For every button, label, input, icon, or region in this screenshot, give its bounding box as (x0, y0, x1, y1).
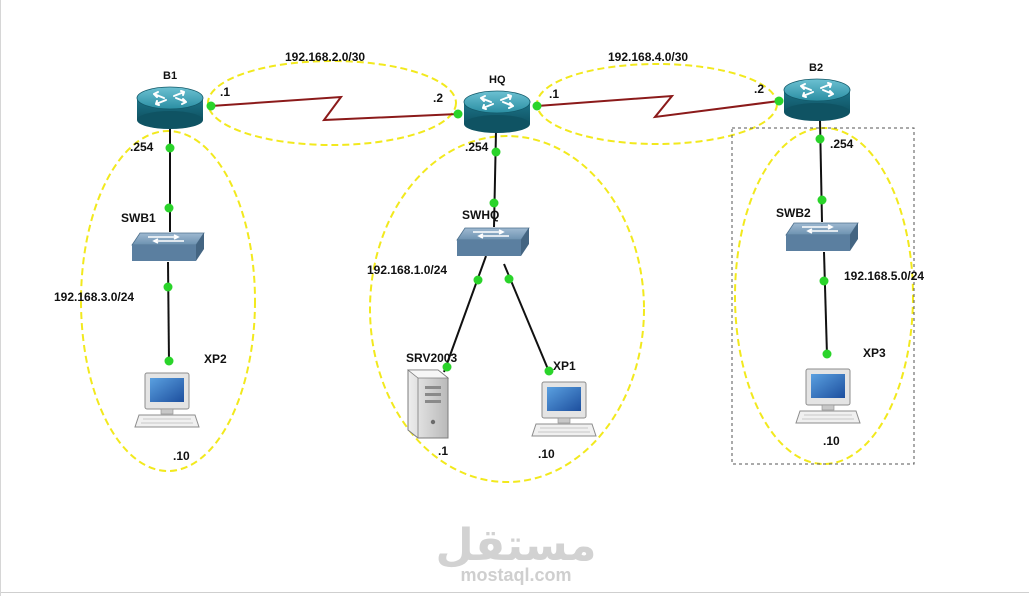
switch-swhq[interactable] (456, 227, 530, 257)
link-swb1-xp2 (167, 261, 170, 363)
label-xp3: XP3 (863, 346, 886, 360)
label-ip-hq-wan-left: .2 (433, 91, 443, 105)
port-b2-fa0 (815, 134, 825, 144)
label-ip-hq-lan: .254 (465, 140, 489, 154)
label-net-wan-hq-b2: 192.168.4.0/30 (608, 50, 688, 64)
port-swb2-down (819, 276, 829, 286)
switch-swb1[interactable] (131, 232, 205, 262)
label-ip-xp3: .10 (823, 434, 840, 448)
label-hq: HQ (489, 74, 506, 86)
label-net-lan-b1: 192.168.3.0/24 (54, 290, 134, 304)
port-hq-fa0 (491, 147, 501, 157)
port-b1-fa0 (165, 143, 175, 153)
port-swb2-up (817, 195, 827, 205)
label-swb1: SWB1 (121, 211, 156, 225)
label-ip-hq-wan-right: .1 (549, 87, 559, 101)
label-swb2: SWB2 (776, 206, 811, 220)
port-swhq-up (489, 198, 499, 208)
label-ip-b2-wan: .2 (754, 82, 764, 96)
label-srv2003: SRV2003 (406, 351, 457, 365)
label-xp2: XP2 (204, 352, 227, 366)
port-swhq-xp1 (504, 274, 514, 284)
port-srv (442, 362, 452, 372)
link-swhq-srv (443, 255, 487, 373)
port-xp1 (544, 366, 554, 376)
label-b2: B2 (809, 62, 823, 74)
label-swhq: SWHQ (462, 208, 499, 222)
server-srv2003[interactable] (407, 369, 449, 439)
switch-swb2[interactable] (785, 222, 859, 252)
label-net-lan-b2: 192.168.5.0/24 (844, 269, 924, 283)
port-xp3 (822, 349, 832, 359)
watermark-arabic: مستقل (436, 520, 597, 571)
label-ip-b1-lan: .254 (130, 140, 154, 154)
pc-xp1[interactable] (531, 381, 597, 437)
port-b1-s0 (206, 101, 216, 111)
router-hq[interactable] (463, 90, 531, 134)
zone-lan-b1 (80, 130, 256, 472)
b2-lan-selection-box (731, 127, 915, 465)
port-dots (163, 96, 832, 376)
port-swb1-up (164, 203, 174, 213)
label-ip-xp2: .10 (173, 449, 190, 463)
zone-lan-hq (369, 135, 645, 483)
label-net-wan-b1-hq: 192.168.2.0/30 (285, 50, 365, 64)
label-b1: B1 (163, 70, 177, 82)
pc-xp3[interactable] (795, 368, 861, 424)
watermark-latin: mostaql.com (460, 565, 571, 585)
label-ip-b2-lan: .254 (830, 137, 854, 151)
port-b2-s0 (774, 96, 784, 106)
port-hq-s1 (532, 101, 542, 111)
port-swb1-down (163, 282, 173, 292)
watermark-logo: مستقل mostaql.com (436, 520, 597, 585)
router-b1[interactable] (136, 86, 204, 130)
router-b2[interactable] (783, 78, 851, 122)
link-hq-swhq (493, 130, 497, 228)
pc-xp2[interactable] (134, 372, 200, 428)
port-swhq-srv (473, 275, 483, 285)
label-ip-xp1: .10 (538, 447, 555, 461)
label-ip-b1-wan: .1 (220, 85, 230, 99)
label-xp1: XP1 (553, 359, 576, 373)
port-hq-s0 (453, 109, 463, 119)
serial-link-b1-hq (210, 95, 459, 122)
port-xp2 (164, 356, 174, 366)
serial-links (210, 94, 780, 122)
serial-link-hq-b2 (536, 94, 780, 119)
label-ip-srv: .1 (438, 444, 448, 458)
label-net-lan-hq: 192.168.1.0/24 (367, 263, 447, 277)
link-swb2-xp3 (823, 251, 828, 356)
